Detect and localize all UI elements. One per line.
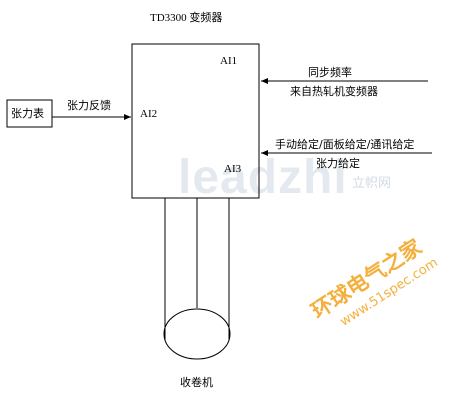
tension-feedback-label: 张力反馈 (67, 99, 111, 112)
port-ai1-label: AI1 (220, 55, 238, 67)
leadzhi-cn-watermark: 立帜网 (352, 176, 392, 191)
tension-meter-label: 张力表 (11, 107, 44, 120)
inverter-title: TD3300 变频器 (150, 12, 223, 24)
sync-freq-label: 同步频率 (308, 66, 352, 79)
tension-set-label: 张力给定 (316, 157, 360, 170)
port-ai3-label: AI3 (224, 163, 242, 175)
port-ai2-label: AI2 (140, 108, 158, 120)
leadzhi-watermark: leadzhi (178, 151, 348, 204)
winder-reel (163, 308, 231, 360)
sync-freq-source-label: 来自热轧机变频器 (290, 85, 378, 98)
tension-meter-box (6, 99, 53, 128)
inverter-box (131, 43, 260, 199)
winder-label: 收卷机 (180, 376, 213, 389)
manual-set-label: 手动给定/面板给定/通讯给定 (275, 138, 415, 151)
